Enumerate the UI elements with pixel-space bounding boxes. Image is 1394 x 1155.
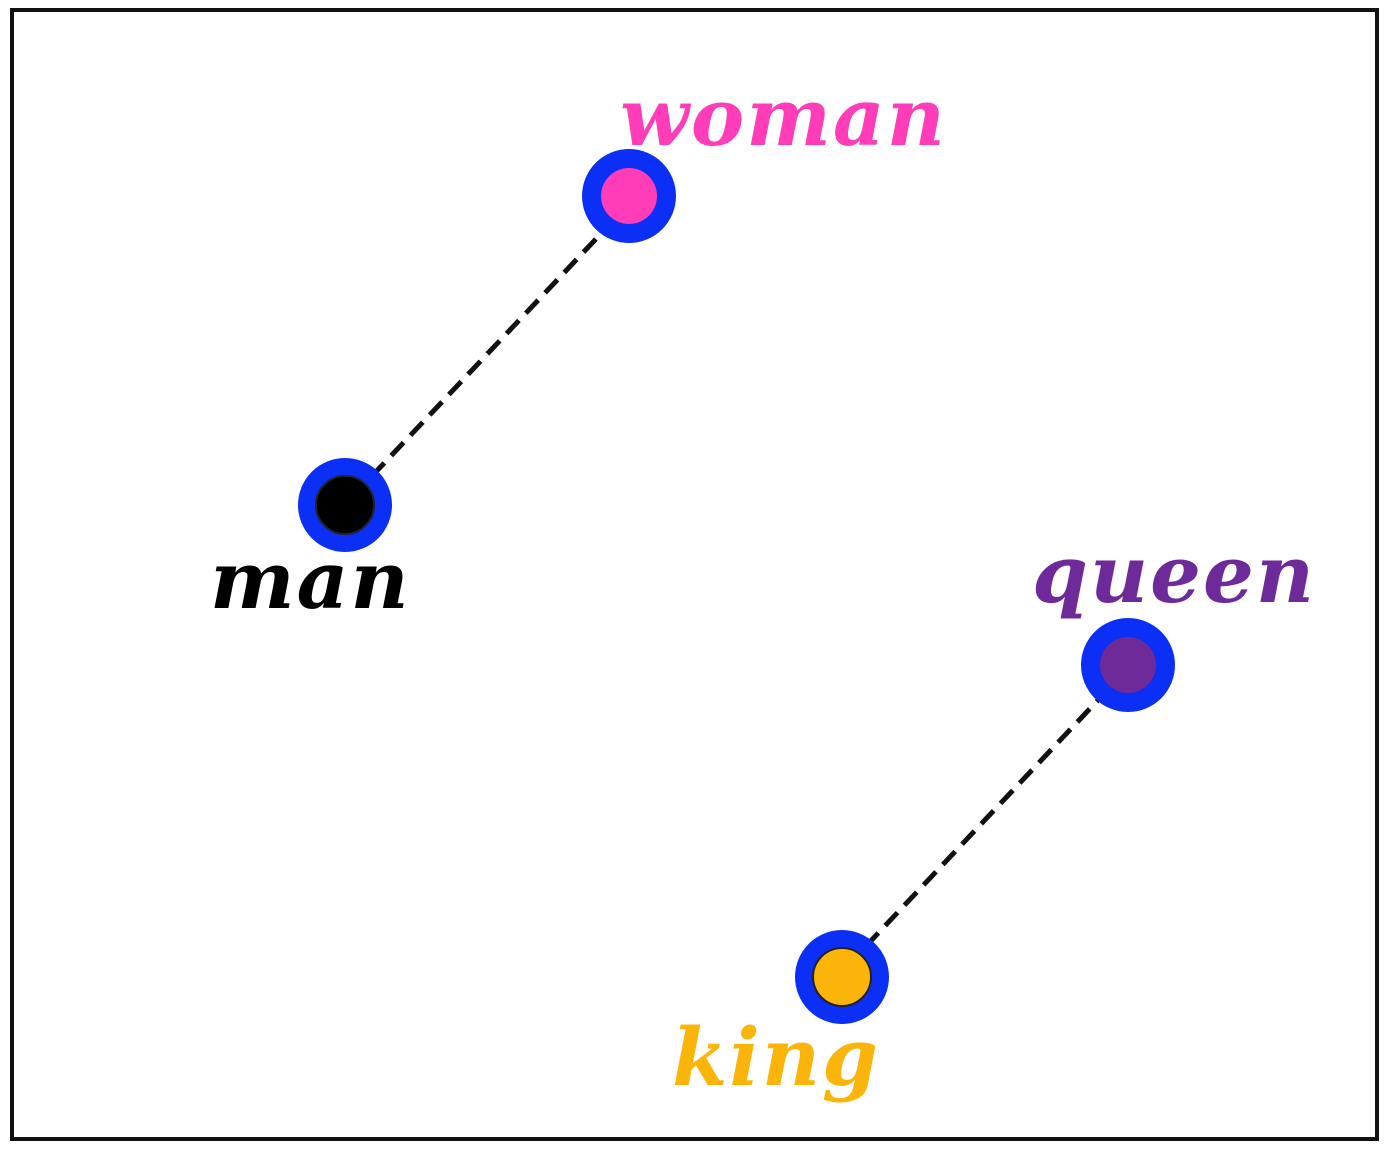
point-woman (582, 149, 676, 243)
diagram-frame (10, 8, 1379, 1141)
word-label-king: king (672, 1010, 880, 1104)
marker-dot-woman (601, 168, 657, 224)
point-king (795, 930, 889, 1024)
marker-dot-man (315, 475, 375, 535)
marker-dot-king (812, 947, 872, 1007)
marker-dot-queen (1100, 637, 1156, 693)
connector-man-woman (370, 220, 614, 478)
word-label-queen: queen (1032, 527, 1316, 621)
word-label-man: man (210, 533, 411, 627)
connector-king-queen (864, 696, 1102, 948)
point-man (298, 458, 392, 552)
word-label-woman: woman (620, 70, 947, 164)
point-queen (1081, 618, 1175, 712)
